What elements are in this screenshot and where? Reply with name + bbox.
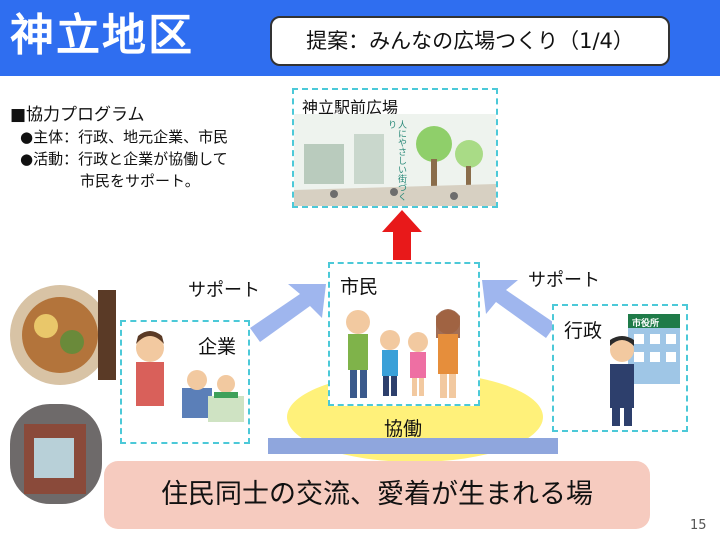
program-actors: ●主体：行政、地元企業、市民 [20, 128, 229, 146]
plaza-label: 神立駅前広場 [302, 98, 399, 117]
government-support-caption: サポート [528, 270, 600, 291]
program-activity-line-1: ●活動：行政と企業が協働して [20, 150, 228, 168]
page-title: 神立地区 [10, 10, 194, 61]
base-bar [268, 438, 558, 454]
family-illustration [346, 309, 460, 398]
company-illustration [136, 331, 244, 422]
company-support-arrow [250, 284, 326, 342]
plaza-sign-text: 人にやさしい街づくり [386, 120, 406, 201]
citizens-box: 市民 [328, 262, 480, 406]
footer-message: 住民同士の交流、愛着が生まれる場 [104, 461, 650, 529]
food-photo [10, 285, 116, 385]
red-up-arrow [382, 210, 422, 260]
government-box: 行政 市役所 [552, 304, 688, 432]
collaboration-label: 協働 [384, 418, 423, 440]
citizens-label: 市民 [340, 276, 379, 298]
government-label: 行政 [564, 320, 603, 342]
government-support-arrow [482, 280, 556, 338]
page-number: 15 [690, 518, 707, 533]
program-heading: ■協力プログラム [10, 105, 145, 125]
proposal-subtitle: 提案：みんなの広場つくり（1/4） [270, 16, 670, 66]
plaza-illustration [294, 114, 496, 206]
government-illustration [610, 314, 680, 426]
company-support-caption: サポート [188, 280, 260, 301]
program-activity-line-2: 市民をサポート。 [80, 172, 200, 190]
company-label: 企業 [198, 336, 237, 358]
program-description: ■協力プログラム ●主体：行政、地元企業、市民 ●活動：行政と企業が協働して 市… [10, 104, 228, 192]
city-hall-sign: 市役所 [632, 319, 660, 329]
company-box: 企業 [120, 320, 250, 444]
plaza-image-box: 神立駅前広場 人にやさしい街づくり [292, 88, 498, 208]
header-bar: 神立地区 提案：みんなの広場つくり（1/4） [0, 0, 720, 76]
shop-photo [10, 404, 102, 504]
